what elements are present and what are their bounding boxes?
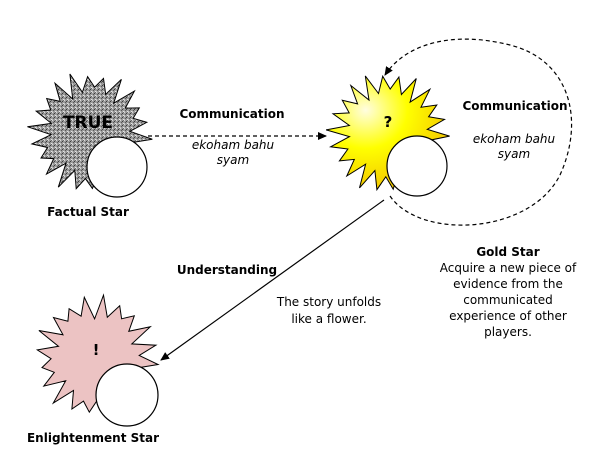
gold-star-title: Gold Star	[476, 245, 539, 259]
understanding-arrow	[160, 199, 385, 361]
enlightenment-star: !	[35, 293, 160, 427]
communication-loop-arrow	[384, 38, 573, 226]
understanding-sublabel-line1: The story unfolds	[276, 295, 381, 309]
gold-star-description-line2: evidence from the	[453, 277, 563, 291]
communication-sublabel-line2: syam	[217, 153, 249, 167]
enlightenment-star-text: !	[93, 341, 100, 359]
understanding-sublabel-line2: like a flower.	[291, 312, 366, 326]
gold-star: ?	[325, 74, 450, 197]
factual-star-text: TRUE	[63, 113, 113, 133]
communication-label: Communication	[179, 107, 284, 121]
enlightenment-star-label: Enlightenment Star	[27, 431, 159, 445]
factual-star-label: Factual Star	[47, 205, 129, 219]
understanding-label: Understanding	[177, 263, 277, 277]
gold-star-text: ?	[384, 113, 393, 131]
gold-star-description-line4: experience of other	[449, 309, 567, 323]
communication-sublabel-line1: ekoham bahu	[192, 138, 275, 152]
communication-loop-label: Communication	[462, 99, 567, 113]
enlightenment-star-circle	[95, 363, 159, 427]
communication-loop-sublabel-line1: ekoham bahu	[473, 132, 556, 146]
gold-star-description-line5: players.	[484, 325, 532, 339]
factual-star: TRUE	[27, 73, 153, 198]
gold-star-description-line3: communicated	[463, 293, 553, 307]
factual-star-circle	[86, 136, 148, 198]
communication-loop-sublabel-line2: syam	[498, 147, 530, 161]
gold-star-circle	[386, 135, 448, 197]
gold-star-description-line1: Acquire a new piece of	[440, 261, 577, 275]
